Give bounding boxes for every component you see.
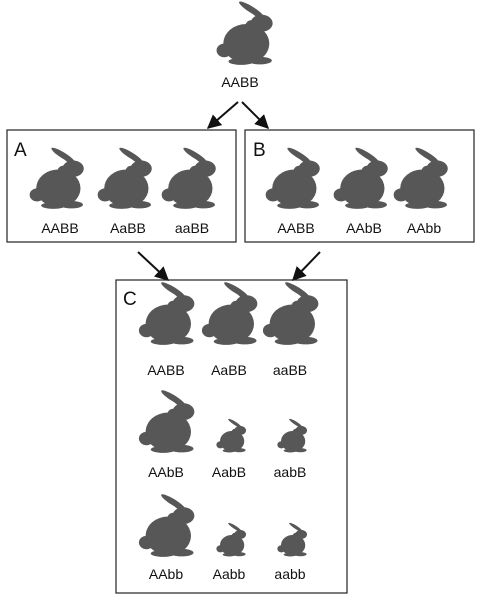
arrow-b-to-c	[292, 251, 321, 282]
rabbit-icon	[393, 145, 448, 209]
arrow-a-to-c	[137, 251, 170, 281]
genotype-label: AABB	[147, 362, 184, 378]
rabbit-item: AAbb	[138, 492, 195, 582]
rabbit-icon	[216, 417, 247, 453]
rabbit-item: aabb	[274, 521, 308, 582]
panel-b-label: B	[253, 140, 266, 161]
genotype-label: aaBB	[273, 362, 307, 378]
genotype-label: AAbb	[407, 220, 441, 236]
rabbit-item: AaBB	[97, 145, 152, 236]
rabbit-icon	[216, 521, 247, 557]
rabbit-icon	[138, 280, 195, 345]
rabbit-item: AABB	[29, 145, 84, 236]
genotype-label: AabB	[212, 464, 246, 480]
genotype-label: AaBB	[211, 362, 247, 378]
rabbit-item: aaBB	[161, 145, 216, 236]
arrow-to-panel-a	[206, 101, 239, 129]
genotype-label: aaBB	[175, 220, 209, 236]
genotype-label: AAbb	[149, 566, 183, 582]
rabbit-icon	[201, 280, 258, 345]
genotype-label: AABB	[277, 220, 314, 236]
genotype-label: AAbB	[148, 464, 184, 480]
rabbit-icon	[333, 145, 388, 209]
genotype-label: AaBB	[110, 220, 146, 236]
rabbit-icon	[277, 521, 308, 557]
rabbit-icon	[277, 417, 308, 453]
rabbit-item: Aabb	[213, 521, 247, 582]
genotype-label: aabB	[274, 464, 307, 480]
panel-c-label: C	[123, 289, 137, 310]
genotype-label: Aabb	[213, 566, 246, 582]
parent-rabbit	[216, 0, 273, 65]
rabbit-item: aabB	[274, 417, 308, 480]
panel-a-frame	[6, 129, 237, 243]
panel-b-frame	[244, 129, 475, 243]
rabbit-item: AAbB	[333, 145, 388, 236]
rabbit-item: AabB	[212, 417, 247, 480]
rabbit-icon	[29, 145, 84, 209]
genotype-label: AABB	[41, 220, 78, 236]
rabbit-icon	[97, 145, 152, 209]
rabbit-item: AAbb	[393, 145, 448, 236]
rabbit-icon	[138, 388, 195, 453]
panel-a-label: A	[14, 140, 27, 161]
parent-genotype-label: AABB	[221, 74, 258, 90]
rabbit-item: AABB	[265, 145, 320, 236]
rabbit-icon	[216, 0, 273, 65]
rabbit-icon	[138, 492, 195, 557]
rabbit-item: AABB	[138, 280, 195, 378]
panel-c-frame	[115, 279, 348, 594]
genotype-label: aabb	[274, 566, 305, 582]
arrows	[137, 101, 321, 282]
rabbit-item: AaBB	[201, 280, 258, 378]
rabbit-item: AAbB	[138, 388, 195, 480]
arrow-to-panel-b	[241, 101, 269, 129]
genotype-label: AAbB	[346, 220, 382, 236]
rabbit-icon	[265, 145, 320, 209]
rabbit-icon	[161, 145, 216, 209]
rabbit-item: aaBB	[262, 280, 319, 378]
rabbit-icon	[262, 280, 319, 345]
